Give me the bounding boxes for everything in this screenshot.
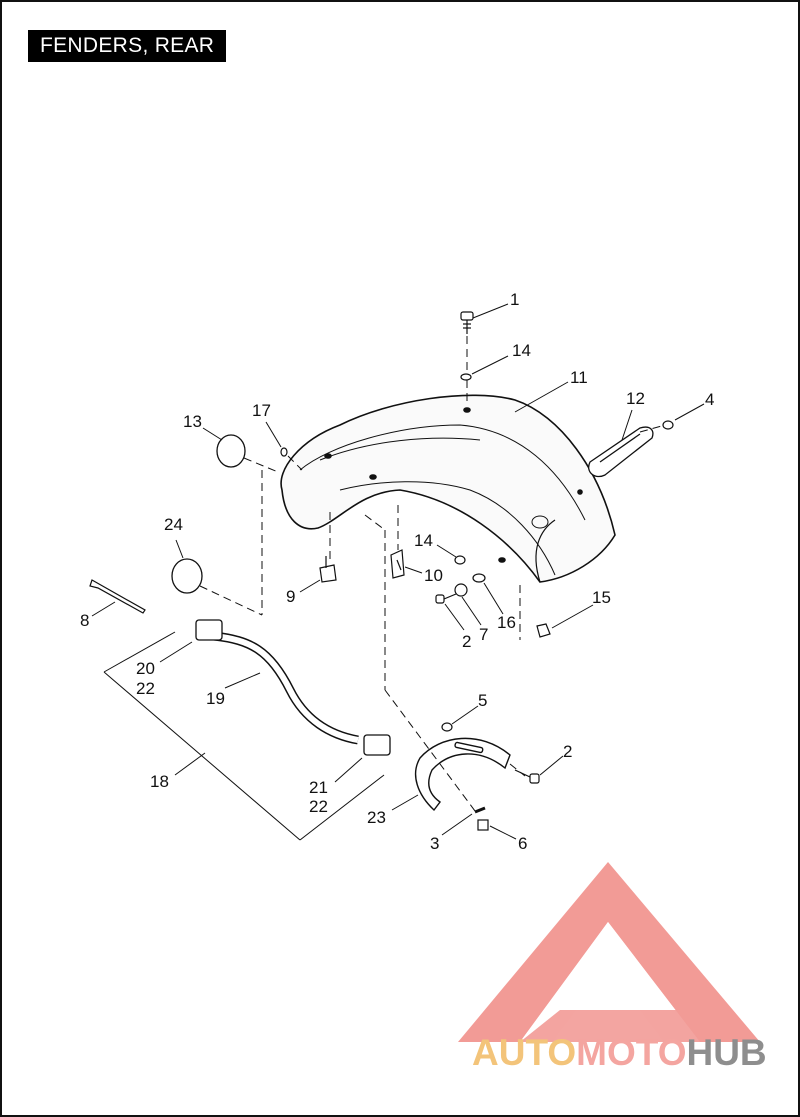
callout-12: 12 [626, 389, 645, 408]
callout-2-upper: 2 [462, 632, 471, 651]
spacer-7-icon [454, 583, 468, 597]
callout-19: 19 [206, 689, 225, 708]
washer-14-top-icon [460, 373, 472, 381]
callout-20: 20 [136, 659, 155, 678]
wiring-harness-19 [195, 619, 391, 756]
callout-9: 9 [286, 587, 295, 606]
callout-11: 11 [570, 368, 588, 387]
clip-3-icon [474, 806, 486, 814]
callout-10: 10 [424, 566, 443, 585]
callout-5: 5 [478, 691, 487, 710]
nut-14-mid-icon [454, 555, 466, 565]
plug-17-icon [280, 447, 288, 457]
callout-8: 8 [80, 611, 89, 630]
callout-6: 6 [518, 834, 527, 853]
callout-2-lower: 2 [563, 742, 572, 761]
watermark-text: AUTOMOTOHUB [472, 1032, 767, 1073]
callout-18: 18 [150, 772, 169, 791]
sleeve-6-icon [477, 819, 489, 831]
washer-16-icon [472, 573, 486, 583]
screw-2-upper-icon [435, 593, 457, 604]
callout-13: 13 [183, 412, 202, 431]
callout-21: 21 [309, 778, 328, 797]
cap-24-icon [171, 558, 203, 594]
cap-13-icon [216, 434, 246, 468]
bracket-23-icon [415, 737, 511, 812]
watermark-hub: HUB [686, 1032, 766, 1073]
callout-23: 23 [367, 808, 386, 827]
callout-24: 24 [164, 515, 183, 534]
cable-strap-8-icon [89, 579, 146, 614]
strap-12-icon [588, 426, 654, 478]
bumper-15-icon [536, 623, 551, 638]
svg-text:AUTOMOTOHUB: AUTOMOTOHUB [472, 1032, 767, 1073]
callout-7: 7 [479, 625, 488, 644]
leader-lines [91, 303, 705, 841]
callout-1: 1 [510, 290, 519, 309]
callout-15: 15 [592, 588, 611, 607]
watermark-moto: MOTO [576, 1032, 686, 1073]
callout-14-mid: 14 [414, 531, 433, 550]
nut-4-icon [662, 420, 674, 430]
watermark-logo-icon [458, 862, 760, 1042]
watermark-auto: AUTO [472, 1032, 576, 1073]
rear-fender [280, 394, 616, 583]
callout-labels: 1 14 11 12 4 13 17 24 14 10 9 8 15 2 7 1… [80, 290, 714, 853]
page-title: FENDERS, REAR [28, 30, 227, 62]
screw-2-lower-icon [514, 769, 540, 784]
callout-17: 17 [252, 401, 271, 420]
callout-4: 4 [705, 390, 714, 409]
alignment-lines [199, 336, 666, 816]
clip-9-icon [319, 556, 337, 583]
clip-10-icon [390, 549, 405, 579]
callout-3: 3 [430, 834, 439, 853]
nut-5-icon [441, 722, 453, 732]
screw-1-icon [460, 311, 474, 334]
callout-16: 16 [497, 613, 516, 632]
callout-22-left: 22 [136, 679, 155, 698]
callout-14-top: 14 [512, 341, 531, 360]
callout-22-right: 22 [309, 797, 328, 816]
